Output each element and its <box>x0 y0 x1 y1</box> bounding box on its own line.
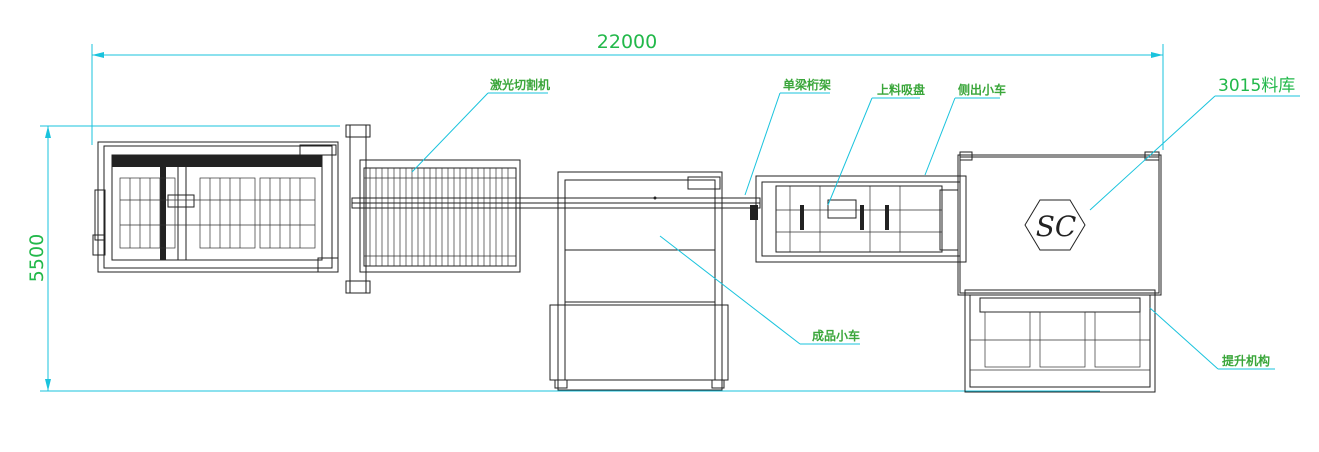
horizontal-dimension: 22000 <box>91 31 1164 150</box>
label-material-library: 3015料库 <box>1218 76 1295 96</box>
label-side-cart: 侧出小车 <box>958 82 1006 97</box>
single-beam-gantry <box>351 176 761 209</box>
sc-logo-text: SC <box>1036 210 1077 243</box>
laser-cutter-machine <box>92 141 339 273</box>
lifting-mechanism <box>964 289 1156 393</box>
label-finished-cart: 成品小车 <box>812 328 860 343</box>
label-laser-cutter: 激光切割机 <box>490 77 550 92</box>
vertical-dimension: 5500 <box>26 125 1100 392</box>
label-loading-suction: 上料吸盘 <box>877 82 925 97</box>
finished-product-cart <box>549 171 729 391</box>
side-out-cart <box>750 175 967 263</box>
length-dimension-text: 22000 <box>597 31 657 53</box>
width-dimension-text: 5500 <box>26 234 48 282</box>
label-single-beam-gantry: 单梁桁架 <box>783 77 831 92</box>
material-library: SC <box>957 151 1162 296</box>
leader-lines <box>411 92 1300 370</box>
label-lifting-mechanism: 提升机构 <box>1222 353 1270 368</box>
exchange-table <box>345 124 521 294</box>
